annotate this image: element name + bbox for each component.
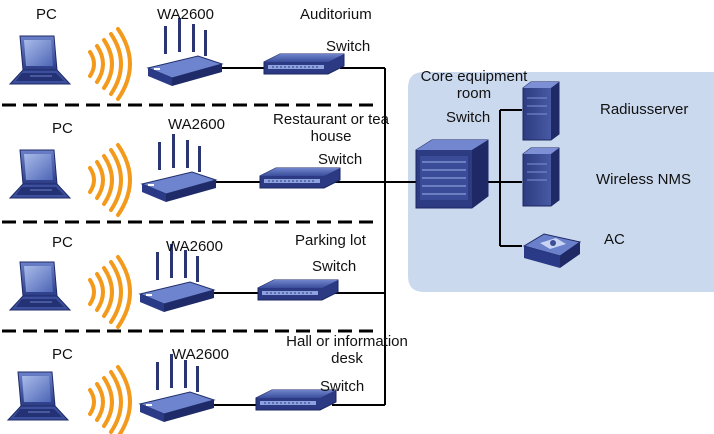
ap-label: WA2600 xyxy=(172,346,229,363)
wifi-signal-icon xyxy=(88,255,132,329)
wifi-signal-icon xyxy=(88,143,132,217)
nms-server-icon xyxy=(522,147,560,207)
row-separators xyxy=(2,103,380,333)
access-point-icon xyxy=(141,133,217,203)
switch-label: Switch xyxy=(312,258,357,275)
switch-label: Switch xyxy=(326,38,371,55)
access-point-icon xyxy=(147,17,223,87)
switch-label: Switch xyxy=(318,151,363,168)
core-switch-label: Switch xyxy=(446,109,491,126)
access-point-icon xyxy=(139,353,215,423)
laptop-icon xyxy=(7,371,69,421)
radius-server-label: Radiusserver xyxy=(600,101,689,118)
ap-label: WA2600 xyxy=(166,238,223,255)
nms-label: Wireless NMS xyxy=(596,171,692,188)
switch-icon xyxy=(259,167,341,189)
switch-label: Switch xyxy=(320,378,365,395)
wifi-signal-icon xyxy=(88,27,132,101)
connection-lines xyxy=(210,67,522,406)
location-label: Hall or information desk xyxy=(286,333,408,367)
location-label: Parking lot xyxy=(295,232,366,249)
location-label: Auditorium xyxy=(300,6,372,23)
core-switch-icon xyxy=(415,139,489,209)
switch-icon xyxy=(263,53,345,75)
ac-device-icon xyxy=(522,233,582,268)
location-label: Restaurant or tea house xyxy=(273,111,389,145)
laptop-icon xyxy=(9,149,71,199)
switch-icon xyxy=(257,279,339,301)
laptop-icon xyxy=(9,35,71,85)
core-room-label: Core equipment room xyxy=(420,68,528,102)
pc-label: PC xyxy=(52,346,73,363)
laptop-icon xyxy=(9,261,71,311)
pc-label: PC xyxy=(52,120,73,137)
pc-label: PC xyxy=(52,234,73,251)
wifi-signal-icon xyxy=(88,365,132,434)
core-area xyxy=(408,72,714,292)
ac-label: AC xyxy=(604,231,625,248)
ap-label: WA2600 xyxy=(157,6,214,23)
pc-label: PC xyxy=(36,6,57,23)
ap-label: WA2600 xyxy=(168,116,225,133)
